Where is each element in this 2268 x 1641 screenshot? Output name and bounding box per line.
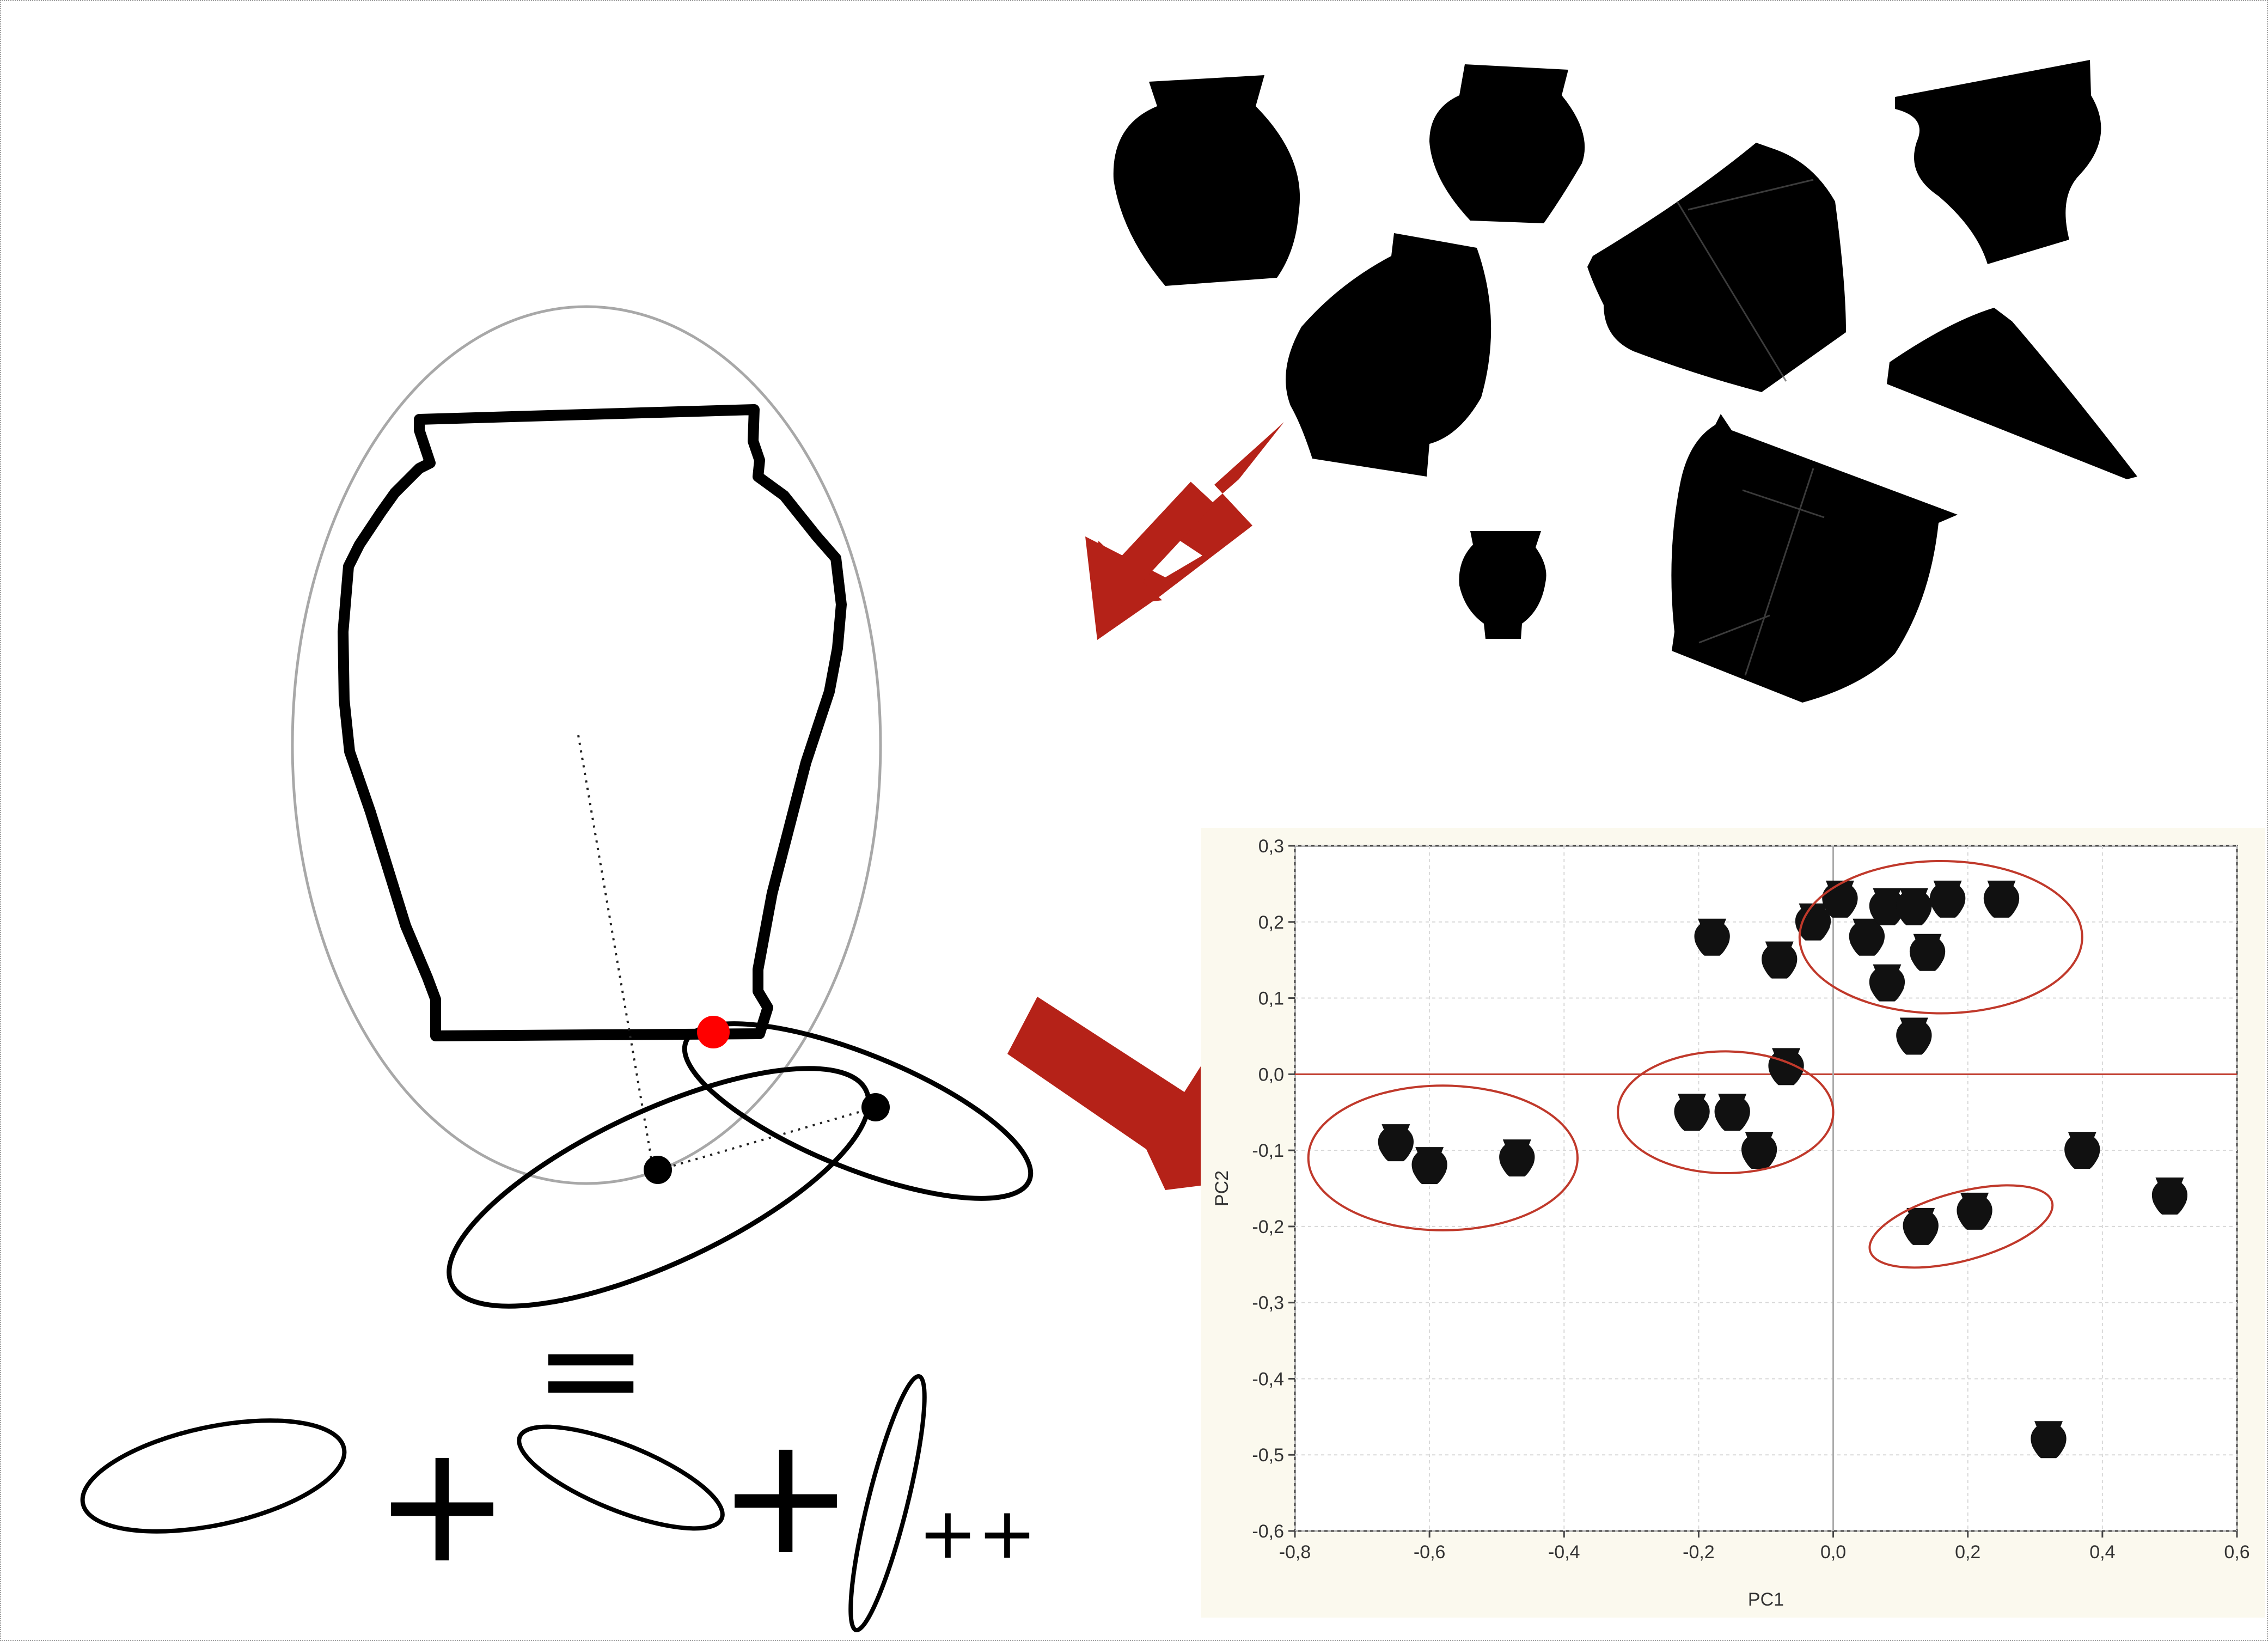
vessel-marker bbox=[1411, 1147, 1447, 1185]
y-tick-label: -0,3 bbox=[1252, 1293, 1284, 1314]
arrow-down-right-icon bbox=[1007, 997, 1252, 1190]
ellipse-sum-equation: = + + ++ bbox=[80, 1290, 1037, 1633]
x-tick-label: 0,0 bbox=[1820, 1542, 1846, 1563]
vessel-silhouette bbox=[1895, 60, 2101, 264]
vessel-marker bbox=[2064, 1132, 2100, 1169]
vessel-silhouette bbox=[1671, 414, 1958, 703]
vessel-marker bbox=[1762, 941, 1798, 979]
zero-lines bbox=[1295, 846, 2237, 1531]
y-tick-label: -0,1 bbox=[1252, 1140, 1284, 1161]
x-tick-label: -0,8 bbox=[1279, 1542, 1311, 1563]
vessel-outline bbox=[338, 404, 847, 1041]
vessel-marker bbox=[1957, 1192, 1992, 1230]
vessel-silhouette bbox=[1286, 233, 1491, 477]
vessel-marker bbox=[1869, 888, 1905, 925]
y-tick-label: -0,5 bbox=[1252, 1445, 1284, 1466]
vessel-marker bbox=[2151, 1177, 2188, 1215]
vessel-marker bbox=[1768, 1048, 1804, 1085]
cluster-ellipse bbox=[1868, 1184, 2054, 1269]
y-tick-label: 0,2 bbox=[1258, 912, 1284, 933]
x-tick-labels: -0,8 -0,6 -0,4 -0,2 0,0 0,2 0,4 0,6 bbox=[1279, 1531, 2250, 1563]
bounding-ellipse bbox=[291, 305, 882, 1185]
vessel-silhouette bbox=[1459, 531, 1546, 639]
x-axis-label: PC1 bbox=[1748, 1589, 1784, 1610]
harmonic-ellipse-3 bbox=[848, 1374, 927, 1633]
vessel-marker bbox=[1849, 918, 1885, 956]
vessel-silhouettes-group bbox=[1113, 60, 2137, 703]
ellipse-center-dot bbox=[644, 1156, 672, 1184]
harmonic-ellipse-2 bbox=[517, 1424, 725, 1531]
vessel-silhouette bbox=[1113, 75, 1300, 286]
vessel-marker bbox=[1795, 903, 1831, 941]
y-tick-label: -0,4 bbox=[1252, 1369, 1284, 1389]
cluster-ellipse bbox=[1617, 1050, 1835, 1175]
vessel-marker bbox=[1903, 1207, 1939, 1245]
x-tick-label: -0,6 bbox=[1414, 1542, 1446, 1563]
arrow-down-left-icon bbox=[1095, 481, 1215, 609]
vessel-marker bbox=[1929, 880, 1966, 918]
y-tick-label: -0,6 bbox=[1252, 1521, 1284, 1542]
cluster-ellipse bbox=[1798, 859, 2083, 1015]
vessel-marker bbox=[1983, 880, 2020, 918]
ellipse-center-dot bbox=[861, 1093, 890, 1121]
y-tick-label: 0,1 bbox=[1258, 989, 1284, 1009]
plus-sign: + bbox=[717, 1401, 854, 1591]
cluster-ellipses bbox=[1307, 859, 2083, 1269]
harmonic-ellipse bbox=[447, 1066, 871, 1309]
harmonic-ellipse bbox=[682, 1021, 1034, 1201]
vessel-marker bbox=[1694, 918, 1730, 956]
contact-point-dot bbox=[697, 1016, 730, 1048]
data-points bbox=[1378, 880, 2188, 1459]
equals-sign: = bbox=[534, 1290, 647, 1448]
vessel-marker bbox=[1741, 1132, 1777, 1169]
x-tick-label: 0,4 bbox=[2089, 1542, 2115, 1563]
y-tick-label: -0,2 bbox=[1252, 1217, 1284, 1237]
vessel-marker bbox=[1499, 1139, 1535, 1177]
vessel-silhouette bbox=[1887, 308, 2137, 479]
vessel-marker bbox=[1714, 1094, 1750, 1131]
x-tick-label: -0,4 bbox=[1548, 1542, 1580, 1563]
x-tick-label: 0,2 bbox=[1955, 1542, 1980, 1563]
ellipse-decomposition-diagram bbox=[291, 305, 1034, 1309]
vessel-marker bbox=[1674, 1094, 1710, 1131]
vessel-marker bbox=[1896, 888, 1932, 925]
y-tick-label: 0,3 bbox=[1258, 836, 1284, 857]
x-tick-label: 0,6 bbox=[2224, 1542, 2249, 1563]
vessel-marker bbox=[2031, 1421, 2067, 1459]
more-terms-sign: ++ bbox=[918, 1492, 1037, 1575]
y-axis-label: PC2 bbox=[1212, 1170, 1232, 1206]
harmonic-ellipse-1 bbox=[80, 1418, 347, 1534]
vessel-marker bbox=[1869, 964, 1905, 1002]
y-tick-labels: 0,3 0,2 0,1 0,0 -0,1 -0,2 -0,3 -0,4 -0,5 -0,6 bbox=[1252, 836, 1295, 1542]
vessel-marker bbox=[1378, 1124, 1414, 1162]
plus-sign: + bbox=[374, 1409, 510, 1599]
vessel-marker bbox=[1909, 934, 1946, 971]
cluster-ellipse bbox=[1307, 1084, 1579, 1231]
vessel-silhouette bbox=[1429, 64, 1585, 223]
y-tick-label: 0,0 bbox=[1258, 1064, 1284, 1085]
vessel-marker bbox=[1896, 1017, 1932, 1055]
x-tick-label: -0,2 bbox=[1683, 1542, 1715, 1563]
